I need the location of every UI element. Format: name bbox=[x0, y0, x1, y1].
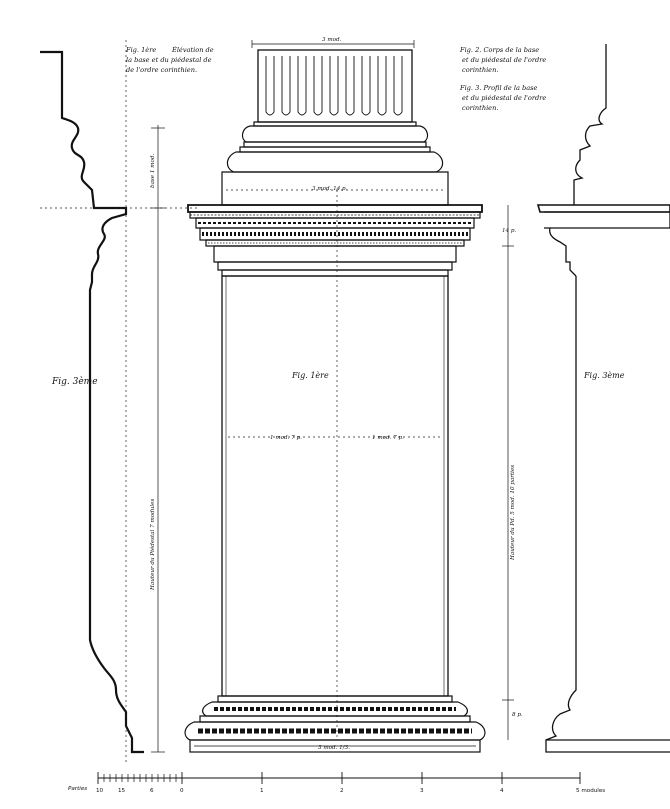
fig2-caption-line2: et du piédestal de l'ordre bbox=[462, 56, 546, 64]
left-profile-figure-label: Fig. 3ème bbox=[51, 376, 98, 387]
pedestal-height-label: Hauteur du Piédestal 7 modules bbox=[149, 499, 156, 591]
fig1-caption-line1: Élévation de bbox=[171, 45, 214, 54]
scale-tick-6: 6 bbox=[150, 788, 154, 794]
base-height-label: base 1 mod. bbox=[150, 154, 156, 188]
shaft-width-dimension bbox=[251, 40, 415, 48]
scale-bar bbox=[97, 772, 581, 784]
fig3-caption-line3: corinthien. bbox=[462, 104, 498, 112]
scale-tick-3: 3 bbox=[420, 788, 424, 794]
scale-tick-5-modules: 5 modules bbox=[576, 788, 605, 794]
left-profile-outline bbox=[40, 50, 144, 754]
socle-ornament-bands bbox=[198, 707, 472, 734]
scale-tick-0: 0 bbox=[180, 788, 184, 794]
column-base-mouldings bbox=[221, 121, 449, 206]
scale-tick-1: 1 bbox=[260, 788, 264, 794]
fig1-caption-line3: de l'ordre corinthien. bbox=[126, 66, 197, 74]
plinth-cap-dimension-label: 3 mod. 14 p. bbox=[312, 186, 348, 192]
fig2-caption-line1: Fig. 2. Corps de la base bbox=[459, 46, 539, 54]
socle-height-label: 8 p. bbox=[512, 712, 523, 718]
right-section-outline bbox=[536, 44, 670, 753]
pedestal-height-dimension bbox=[151, 125, 165, 753]
fig3-caption-line2: et du piédestal de l'ordre bbox=[462, 94, 546, 102]
center-figure-label: Fig. 1ère bbox=[291, 371, 329, 380]
scale-tick-4: 4 bbox=[500, 788, 504, 794]
socle-plinth bbox=[189, 739, 481, 753]
shaft-width-label: 3 mod. bbox=[322, 37, 342, 43]
scale-tick-15: 15 bbox=[118, 788, 126, 794]
cornice-height-label: 14 p. bbox=[502, 228, 516, 234]
pedestal-cornice bbox=[187, 204, 483, 247]
fig1-caption-line2: la base et du piédestal de bbox=[126, 56, 212, 64]
scale-tick-2: 2 bbox=[340, 788, 344, 794]
plinth-width-label: 3 mod. 1/3. bbox=[318, 745, 350, 751]
pedestal-die bbox=[221, 275, 449, 697]
scale-label: Parties bbox=[68, 786, 87, 792]
pedestal-right-height-label: Hauteur du Pd. 5 mod. 10 parties bbox=[510, 465, 516, 561]
fluted-shaft bbox=[257, 49, 413, 123]
die-left-dimension-label: 1 mod. 7 p. bbox=[270, 435, 302, 441]
cornice-ornament-bands bbox=[190, 214, 480, 244]
right-height-dimension bbox=[502, 205, 514, 740]
fig3-caption-line1: Fig. 3. Profil de la base bbox=[459, 84, 538, 92]
fig2-caption-line3: corinthien. bbox=[462, 66, 498, 74]
die-right-dimension-label: 1 mod. 7 p. bbox=[372, 435, 404, 441]
right-section-figure-label: Fig. 3ème bbox=[583, 371, 625, 380]
scale-tick-10: 10 bbox=[96, 788, 104, 794]
fig1-caption-title: Fig. 1ère bbox=[125, 46, 156, 54]
die-cap-mouldings bbox=[213, 245, 457, 277]
